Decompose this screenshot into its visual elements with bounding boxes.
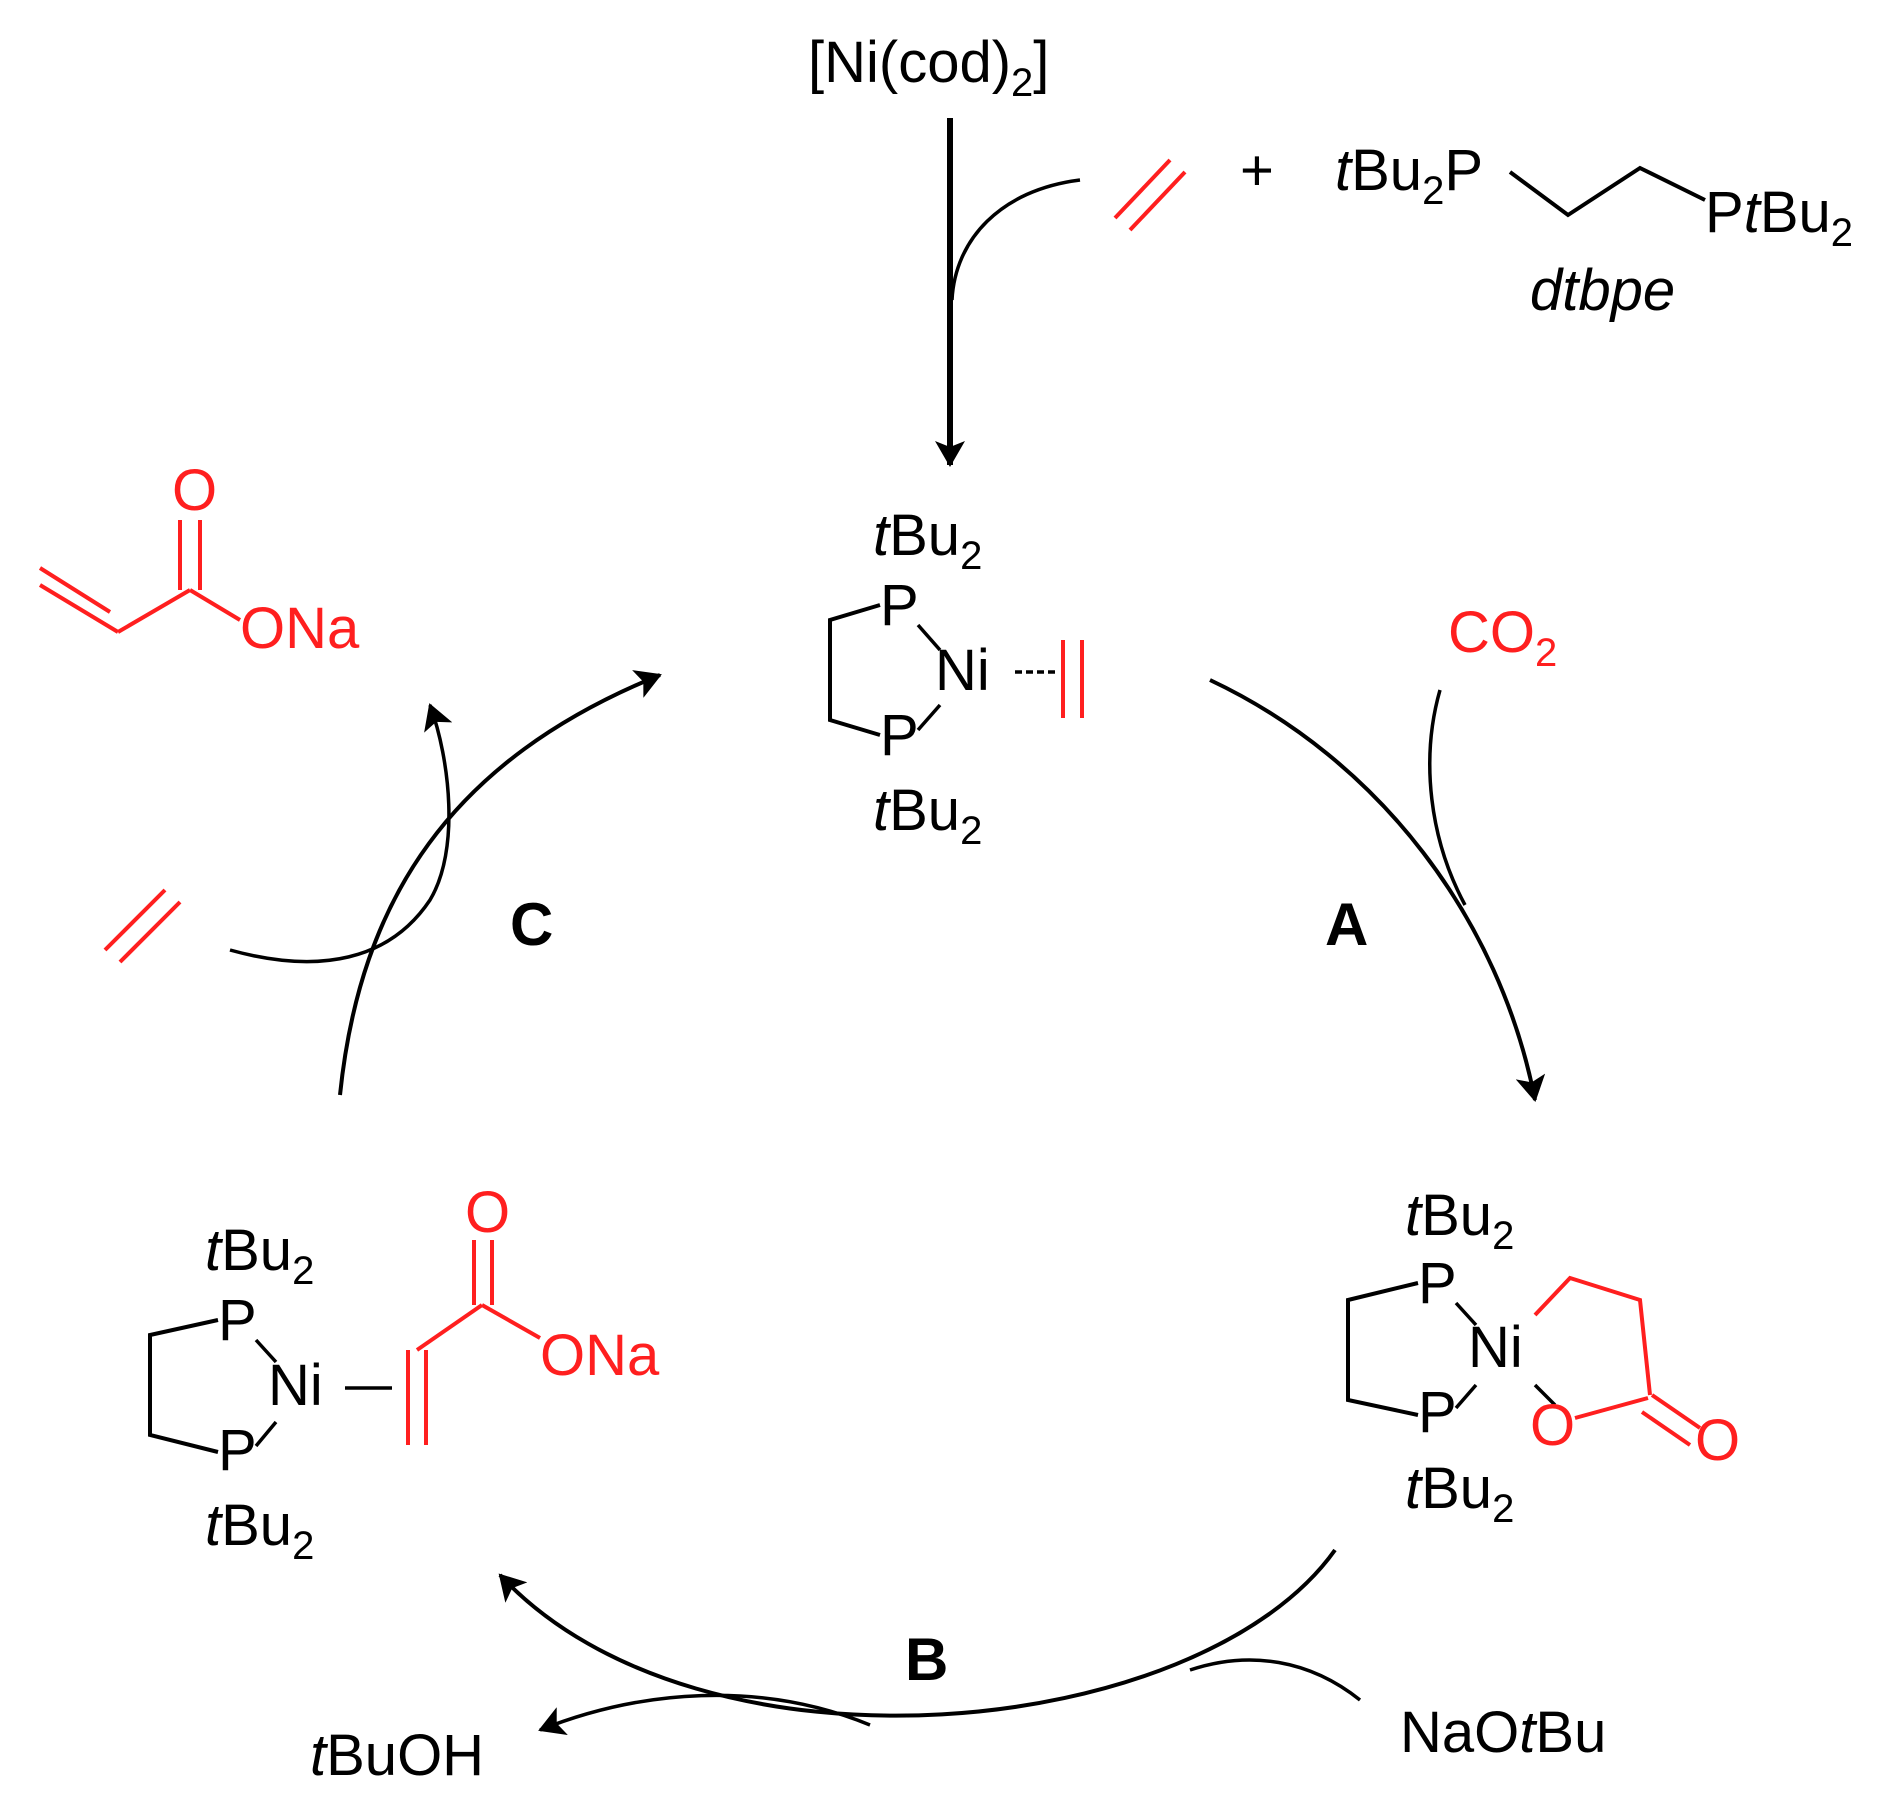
ligand-right-phosphine: PtBu2 [1705, 180, 1853, 255]
ethylene-top [1113, 158, 1187, 232]
plus-sign: + [1240, 138, 1274, 203]
acrylate-carbonyl-o: O [465, 1180, 510, 1245]
top-p-ni-bond-lower [916, 703, 942, 732]
arrow-step-c [338, 670, 662, 1096]
lactone-ring-o: O [1530, 1393, 1575, 1458]
base-naotbu: NaOtBu [1400, 1700, 1606, 1765]
step-label-b: B [905, 1626, 948, 1693]
acrylate-ona: ONa [540, 1323, 660, 1388]
complex-top-ethylene: tBu2 P P Ni tBu2 [828, 503, 1084, 853]
top-tbu-lower: tBu2 [873, 778, 982, 853]
ligand-addition-curve [950, 178, 1081, 301]
ligand-left-phosphine: tBu2P [1335, 138, 1483, 213]
acrylate-c-o-bond [481, 1303, 541, 1340]
left-p-ni-bond-lower [254, 1420, 278, 1448]
right-tbu-upper: tBu2 [1405, 1183, 1514, 1258]
precursor-label: [Ni(cod)2] [808, 30, 1049, 105]
right-p-ni-bond-upper [1454, 1301, 1478, 1327]
right-p-ni-bond-lower [1454, 1383, 1478, 1410]
lactone-carbonyl-o: O [1695, 1408, 1740, 1473]
ligand-ethylene-bridge [1508, 165, 1706, 218]
right-p-lower: P [1418, 1380, 1457, 1445]
left-tbu-lower: tBu2 [205, 1493, 314, 1568]
left-tbu-upper: tBu2 [205, 1218, 314, 1293]
product-o: O [172, 458, 217, 523]
left-p-upper: P [218, 1288, 257, 1353]
top-p-upper: P [880, 573, 919, 638]
top-tbu-upper: tBu2 [873, 503, 982, 578]
ligand-name: dtbpe [1530, 258, 1675, 323]
top-p-ni-bond-upper [916, 623, 942, 652]
co2-incoming-curve [1428, 689, 1467, 906]
byproduct-tbuoh: tBuOH [310, 1723, 484, 1788]
complex-left-nickel-acrylate: tBu2 P P Ni tBu2 O ONa [148, 1180, 660, 1568]
left-chelate-backbone [148, 1318, 219, 1454]
right-chelate-backbone [1346, 1281, 1419, 1417]
left-ni: Ni [268, 1353, 323, 1418]
step-label-c: C [510, 891, 553, 958]
arrow-step-a [1209, 678, 1546, 1102]
lactone-carbonyl-b [1640, 1410, 1692, 1447]
acrylate-c-c-bond [415, 1303, 484, 1352]
tbuoh-outgoing-curve [538, 1693, 871, 1736]
lactone-carbon-chain [1533, 1275, 1652, 1396]
left-p-lower: P [218, 1418, 257, 1483]
complex-right-nickelalactone: tBu2 P P Ni tBu2 O O [1346, 1183, 1740, 1531]
top-ni: Ni [935, 638, 990, 703]
ethylene-exchange-curve [229, 703, 453, 964]
right-ni: Ni [1468, 1315, 1523, 1380]
product-sodium-acrylate: O ONa [38, 458, 360, 661]
right-ni-o-bond [1533, 1383, 1557, 1407]
step-label-a: A [1325, 891, 1368, 958]
product-ona: ONa [240, 596, 360, 661]
right-tbu-lower: tBu2 [1405, 1456, 1514, 1531]
lactone-carbonyl-a [1650, 1393, 1702, 1430]
precursor-nicod2: [Ni(cod)2] [808, 30, 1049, 105]
left-p-ni-bond-upper [254, 1338, 278, 1364]
naotbu-incoming-curve [1189, 1658, 1362, 1702]
ethylene-left [103, 888, 182, 964]
co2-label: CO2 [1448, 600, 1557, 675]
right-p-upper: P [1418, 1251, 1457, 1316]
top-chelate-backbone [828, 603, 881, 737]
lactone-c-o-bond [1574, 1396, 1649, 1420]
arrow-step-b [498, 1548, 1337, 1718]
dtbpe-ligand: tBu2P PtBu2 dtbpe [1335, 138, 1853, 323]
top-p-lower: P [880, 703, 919, 768]
